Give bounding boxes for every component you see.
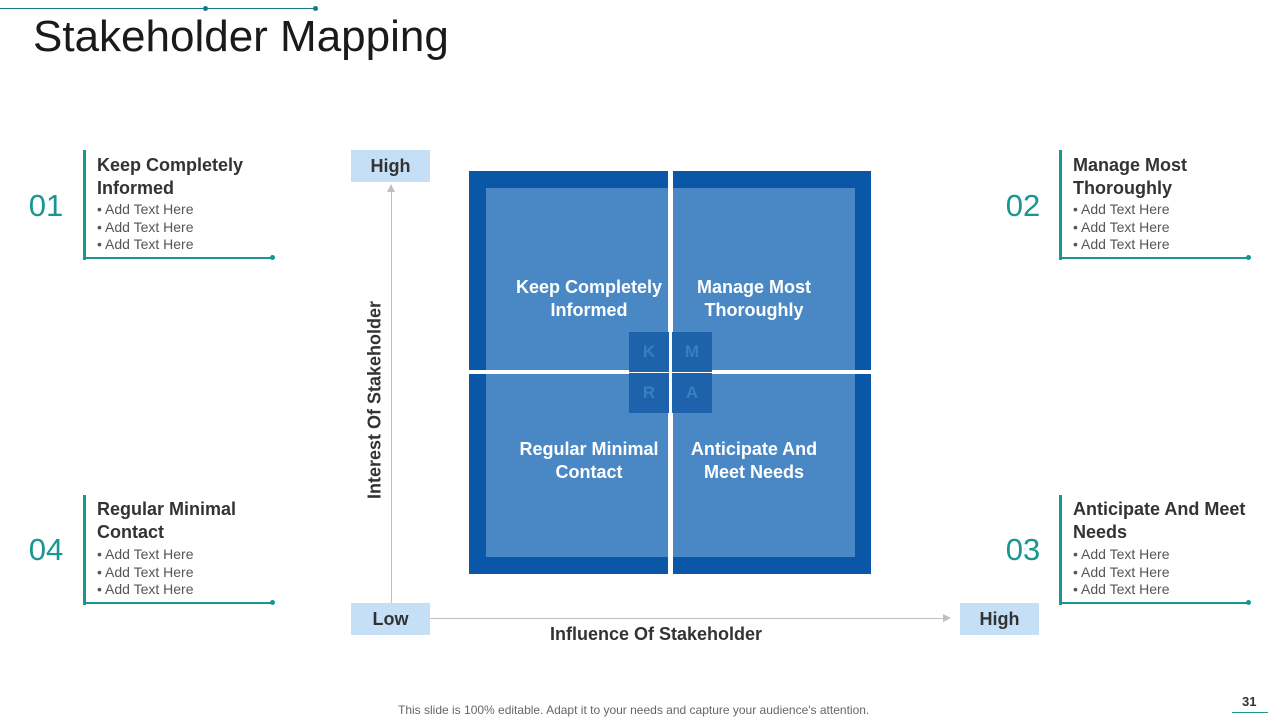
card-bullet: Add Text Here xyxy=(97,564,297,582)
card-accent-bar xyxy=(83,150,86,260)
x-axis-line xyxy=(430,618,945,619)
card-underline-dot xyxy=(1246,255,1251,260)
card-bullet: Add Text Here xyxy=(1073,564,1268,582)
card-accent-bar xyxy=(1059,495,1062,605)
card-bullet: Add Text Here xyxy=(97,236,297,254)
card-bullet: Add Text Here xyxy=(97,219,297,237)
card-bullet: Add Text Here xyxy=(1073,236,1268,254)
page-number: 31 xyxy=(1242,694,1257,709)
y-axis-arrow-icon xyxy=(387,184,395,192)
card-underline xyxy=(1059,257,1249,259)
card-bullet: Add Text Here xyxy=(1073,546,1268,564)
card-title: Anticipate And Meet Needs xyxy=(1073,499,1246,542)
card-bullets: Add Text Here Add Text Here Add Text Her… xyxy=(1073,201,1268,254)
card-bullet: Add Text Here xyxy=(1073,201,1268,219)
card-bullet: Add Text Here xyxy=(97,581,297,599)
quadrant-regular-contact: Regular Minimal Contact xyxy=(519,439,659,482)
letter-k: K xyxy=(629,332,669,372)
card-title: Manage Most Thoroughly xyxy=(1073,155,1188,198)
header-decoration-dot xyxy=(203,6,208,11)
page-number-underline xyxy=(1232,712,1268,713)
card-bullets: Add Text Here Add Text Here Add Text Her… xyxy=(97,201,297,254)
x-axis-title: Influence Of Stakeholder xyxy=(550,624,763,644)
card-bullets: Add Text Here Add Text Here Add Text Her… xyxy=(1073,546,1268,599)
y-axis-title: Interest Of Stakeholder xyxy=(364,300,385,500)
origin-low-label: Low xyxy=(351,603,430,635)
card-bullet: Add Text Here xyxy=(97,546,297,564)
letter-m: M xyxy=(672,332,712,372)
x-axis-high-label: High xyxy=(960,603,1039,635)
quadrant-manage-thoroughly: Manage Most Thoroughly xyxy=(696,277,811,320)
matrix-horizontal-divider xyxy=(469,370,871,374)
card-number-01: 01 xyxy=(28,188,64,223)
letter-r: R xyxy=(629,373,669,413)
letter-a: A xyxy=(672,373,712,413)
card-number-04: 04 xyxy=(28,532,64,567)
card-title: Keep Completely Informed xyxy=(97,155,244,198)
card-number-03: 03 xyxy=(1005,532,1041,567)
card-accent-bar xyxy=(1059,150,1062,260)
card-number-02: 02 xyxy=(1005,188,1041,223)
card-underline xyxy=(83,602,273,604)
card-bullet: Add Text Here xyxy=(1073,219,1268,237)
card-underline-dot xyxy=(1246,600,1251,605)
header-decoration-line xyxy=(0,8,316,9)
quadrant-keep-informed: Keep Completely Informed xyxy=(515,277,663,320)
page-title: Stakeholder Mapping xyxy=(33,12,449,61)
card-accent-bar xyxy=(83,495,86,605)
card-underline-dot xyxy=(270,600,275,605)
card-bullet: Add Text Here xyxy=(97,201,297,219)
card-bullets: Add Text Here Add Text Here Add Text Her… xyxy=(97,546,297,599)
y-axis-high-label: High xyxy=(351,150,430,182)
card-title: Regular Minimal Contact xyxy=(97,499,237,542)
x-axis-arrow-icon xyxy=(943,614,951,622)
card-underline xyxy=(1059,602,1249,604)
header-decoration-dot xyxy=(313,6,318,11)
card-underline xyxy=(83,257,273,259)
footer-note: This slide is 100% editable. Adapt it to… xyxy=(398,703,870,717)
card-underline-dot xyxy=(270,255,275,260)
card-bullet: Add Text Here xyxy=(1073,581,1268,599)
y-axis-line xyxy=(391,190,392,603)
quadrant-anticipate-needs: Anticipate And Meet Needs xyxy=(690,439,818,482)
